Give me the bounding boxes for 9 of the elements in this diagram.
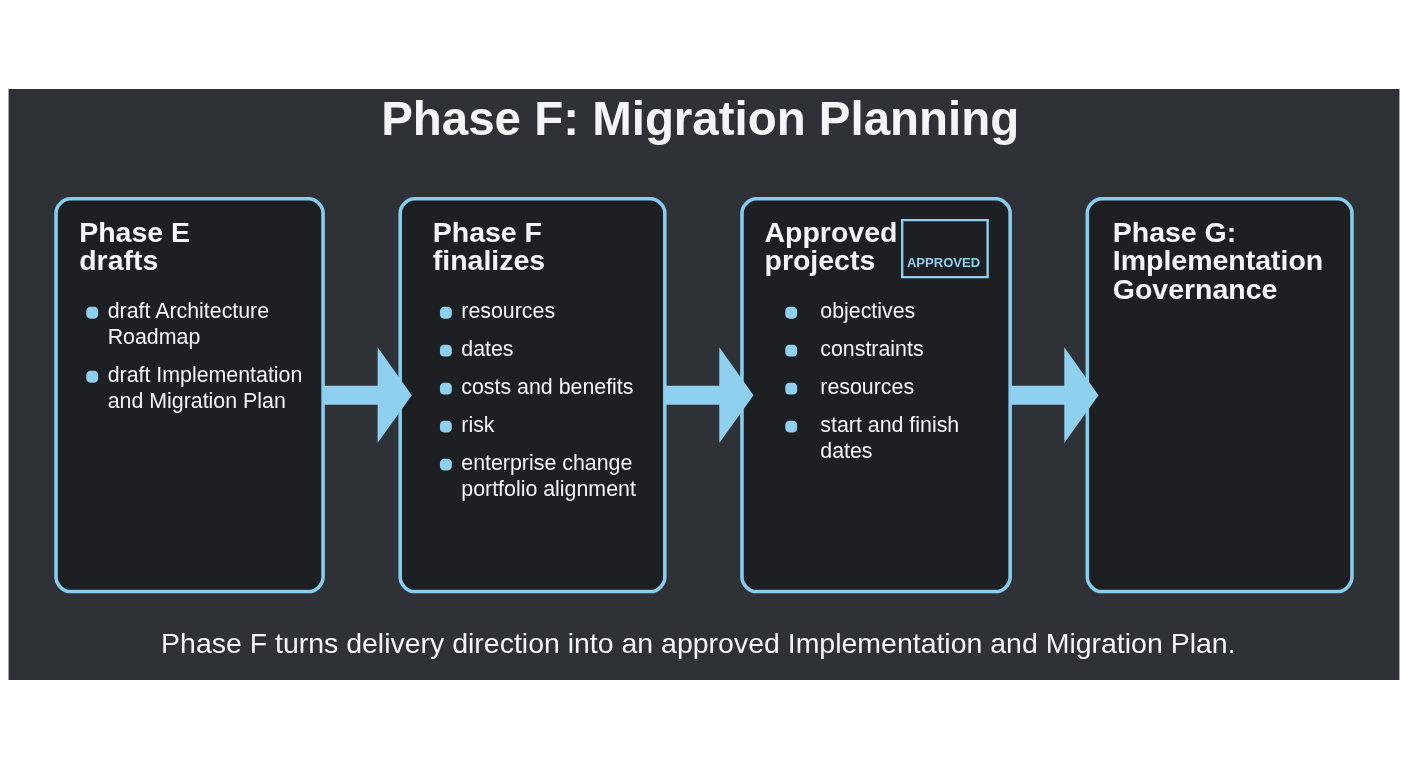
arrow <box>323 346 412 443</box>
arrow <box>1010 346 1099 443</box>
arrow <box>665 346 754 443</box>
node-box: Phase G: Implementation Governance <box>1085 196 1354 593</box>
diagram-title: Phase F: Migration Planning <box>381 91 1020 145</box>
caption: Phase F turns delivery direction into an approved Implementation and Migration Plan. <box>161 626 1236 659</box>
node-box: Approved projects APPROVED objectives constraints resources start and finish dates <box>740 196 1012 593</box>
node-box: Phase F finalizes resources dates costs and benefits risk enterprise change portfolio alignment <box>398 196 667 593</box>
node-box: Phase E drafts draft Architecture Roadmap draft Implementation and Migration Plan <box>54 196 325 593</box>
